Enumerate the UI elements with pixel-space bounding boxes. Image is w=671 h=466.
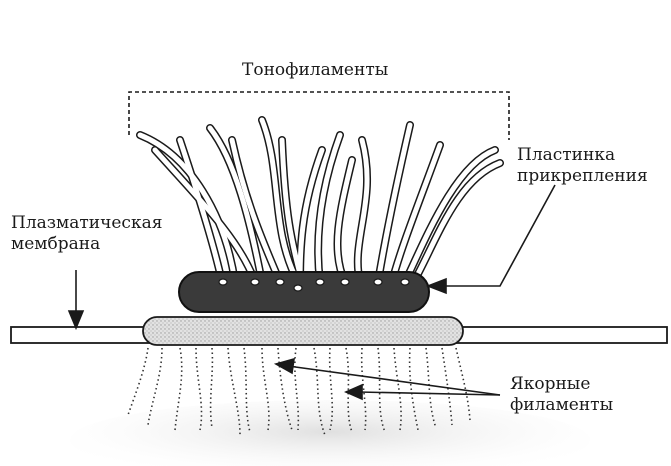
label-plasma-membrane: Плазматическая мембрана bbox=[11, 213, 162, 255]
label-anchoring-filaments: Якорные филаменты bbox=[510, 374, 613, 416]
label-anchor-line2: филаменты bbox=[510, 395, 614, 415]
basal-lamina bbox=[70, 400, 590, 466]
label-plaque-line2: прикрепления bbox=[517, 166, 648, 186]
label-membrane-line2: мембрана bbox=[11, 234, 101, 254]
membrane-pad bbox=[142, 316, 464, 346]
arrows bbox=[67, 184, 556, 401]
label-plaque-line1: Пластинка bbox=[517, 145, 616, 165]
label-tonofilaments: Тонофиламенты bbox=[242, 60, 388, 81]
filament-ends bbox=[218, 278, 410, 292]
anchoring-filaments bbox=[127, 347, 471, 436]
label-anchor-line1: Якорные bbox=[510, 374, 591, 394]
attachment-plaque bbox=[178, 271, 430, 313]
label-membrane-line1: Плазматическая bbox=[11, 213, 163, 233]
tonofilament-bracket bbox=[128, 91, 510, 140]
label-attachment-plaque: Пластинка прикрепления bbox=[517, 145, 648, 187]
label-tonofilaments-text: Тонофиламенты bbox=[242, 60, 389, 80]
tonofilaments bbox=[136, 116, 504, 296]
